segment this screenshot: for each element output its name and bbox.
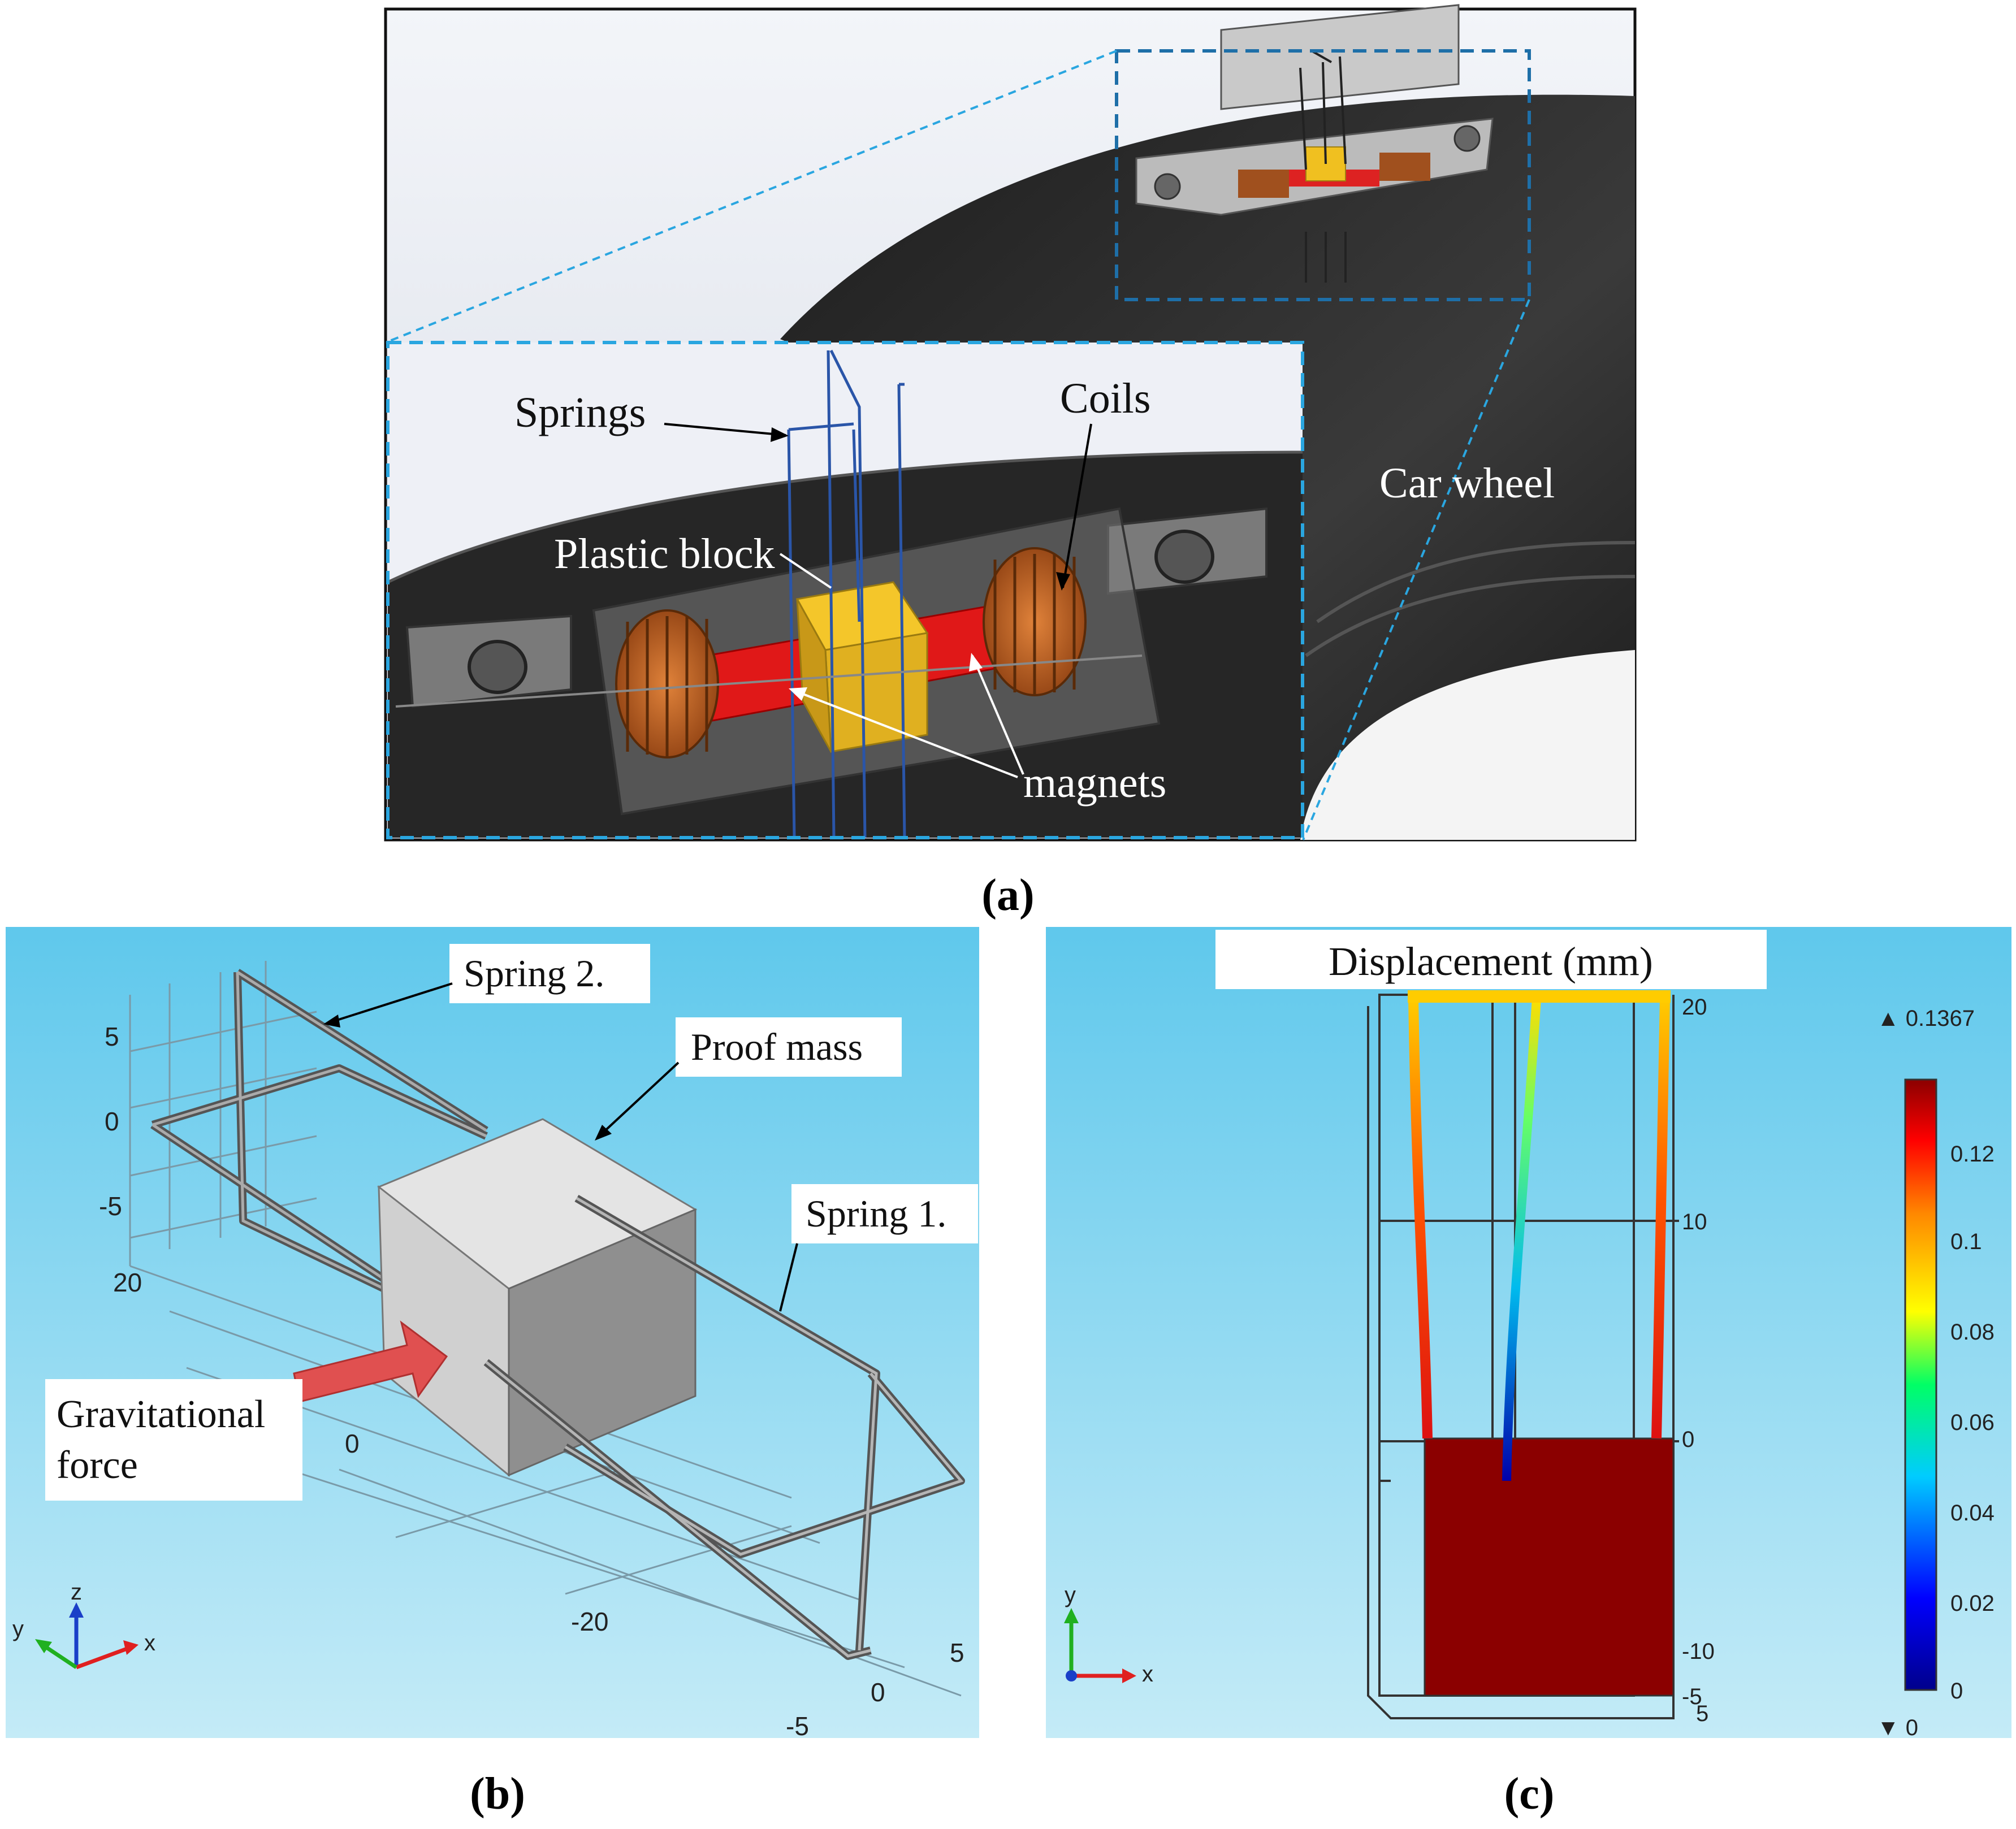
label-gravity-2: force <box>57 1444 138 1487</box>
axis-triad-b: z x y <box>12 1580 155 1670</box>
scale-min-label: ▼ 0 <box>1877 1715 1918 1740</box>
springs-wires <box>787 349 906 838</box>
tick-b-y-neg20: -20 <box>571 1607 608 1636</box>
axis-c-x: x <box>1142 1662 1153 1687</box>
small-device <box>1135 4 1494 283</box>
arrow-coils <box>1062 423 1092 588</box>
axis-b-x: x <box>144 1631 155 1655</box>
axis-triad-c: y x <box>1064 1583 1153 1687</box>
proof-mass-displaced <box>1424 1437 1675 1697</box>
label-box-spring1 <box>791 1184 978 1243</box>
tick-b-z-5: 5 <box>105 1022 119 1051</box>
panel-c: Displacement (mm) 20 10 0 -10 -5 5 ▲ 0.1… <box>1046 927 2011 1740</box>
zoom-source-box <box>1115 49 1531 301</box>
top-fixed-edge <box>1408 990 1671 1003</box>
gravity-arrow <box>293 1320 448 1403</box>
label-proof-mass: Proof mass <box>691 1025 863 1068</box>
zoom-line-left <box>385 50 1117 344</box>
tick-b-x-5: 5 <box>950 1638 964 1667</box>
caption-c: (c) <box>1504 1769 1555 1819</box>
scale-max-label: ▲ 0.1367 <box>1877 1006 1975 1031</box>
displacement-title: Displacement (mm) <box>1329 939 1653 984</box>
mount-hole-left <box>468 640 527 694</box>
axis-c-y: y <box>1065 1583 1076 1607</box>
wheel-hub-opening <box>1300 650 1635 840</box>
arrow-magnet-right <box>971 655 1024 775</box>
label-box-proof-mass <box>676 1017 902 1077</box>
tick-c-0: 0 <box>1682 1427 1694 1452</box>
label-spring1: Spring 1. <box>806 1192 946 1235</box>
right-spring-displaced <box>1651 997 1670 1439</box>
arrow-spring2 <box>327 982 453 1024</box>
wheel-rim-line-2 <box>1305 575 1636 657</box>
arrow-magnet-left <box>791 688 1018 778</box>
tick-c-20: 20 <box>1682 995 1707 1020</box>
tick-b-x-0: 0 <box>871 1678 885 1707</box>
label-coils: Coils <box>1060 375 1151 422</box>
color-scale-bar <box>1904 1078 1937 1691</box>
label-box-spring2 <box>449 944 650 1003</box>
label-car-wheel: Car wheel <box>1379 460 1555 507</box>
label-magnets: magnets <box>1023 759 1166 807</box>
tick-c-5: 5 <box>1696 1701 1708 1726</box>
mount-hole-right <box>1154 530 1214 584</box>
tick-c-neg5: -5 <box>1682 1684 1702 1709</box>
zoom-line-right <box>1302 299 1530 840</box>
arrow-proof-mass <box>598 1061 680 1137</box>
guide-rod <box>395 655 1143 708</box>
label-box-gravity <box>45 1379 302 1501</box>
panel-b: 5 0 -5 20 0 -20 5 0 -5 z x y Spring 2. P… <box>6 927 979 1741</box>
scale-tick-0.06: 0.06 <box>1950 1410 1995 1435</box>
axis-b-y: y <box>12 1616 24 1641</box>
scale-tick-0.04: 0.04 <box>1950 1501 1995 1525</box>
tick-b-x-neg5: -5 <box>786 1711 809 1741</box>
inset-detail: Springs Coils Plastic block magnets <box>386 341 1304 839</box>
tick-b-z-0: 0 <box>105 1107 119 1136</box>
proof-mass-cube <box>377 1118 698 1477</box>
tick-b-y-0: 0 <box>345 1429 360 1458</box>
arrow-plastic-block <box>779 553 832 589</box>
middle-spring-displaced <box>1502 997 1541 1481</box>
label-springs: Springs <box>514 389 646 436</box>
panel-a: Springs Coils Plastic block magnets Car … <box>384 4 1637 842</box>
tick-b-z-neg5: -5 <box>99 1191 122 1221</box>
coil-right <box>983 547 1087 696</box>
caption-b: (b) <box>470 1769 525 1819</box>
axis-b-z: z <box>71 1580 82 1605</box>
arrow-spring1 <box>779 1243 798 1312</box>
scale-tick-0: 0 <box>1950 1679 1963 1704</box>
coil-left <box>615 609 719 759</box>
scale-tick-0.1: 0.1 <box>1950 1229 1982 1254</box>
label-plastic-block: Plastic block <box>554 530 775 578</box>
caption-a: (a) <box>981 870 1034 920</box>
scale-tick-0.08: 0.08 <box>1950 1320 1995 1345</box>
arrow-springs <box>664 423 786 436</box>
label-gravity-1: Gravitational <box>57 1393 265 1436</box>
left-spring-displaced <box>1408 997 1433 1439</box>
tick-c-10: 10 <box>1682 1210 1707 1234</box>
inset-frame <box>386 341 1304 839</box>
title-box <box>1215 930 1767 989</box>
scale-tick-0.02: 0.02 <box>1950 1591 1995 1616</box>
tick-b-y-20: 20 <box>113 1268 142 1297</box>
label-spring2: Spring 2. <box>464 952 604 995</box>
scale-tick-0.12: 0.12 <box>1950 1142 1995 1167</box>
wheel-rim-line <box>1316 541 1636 623</box>
tick-c-neg10: -10 <box>1682 1639 1715 1664</box>
